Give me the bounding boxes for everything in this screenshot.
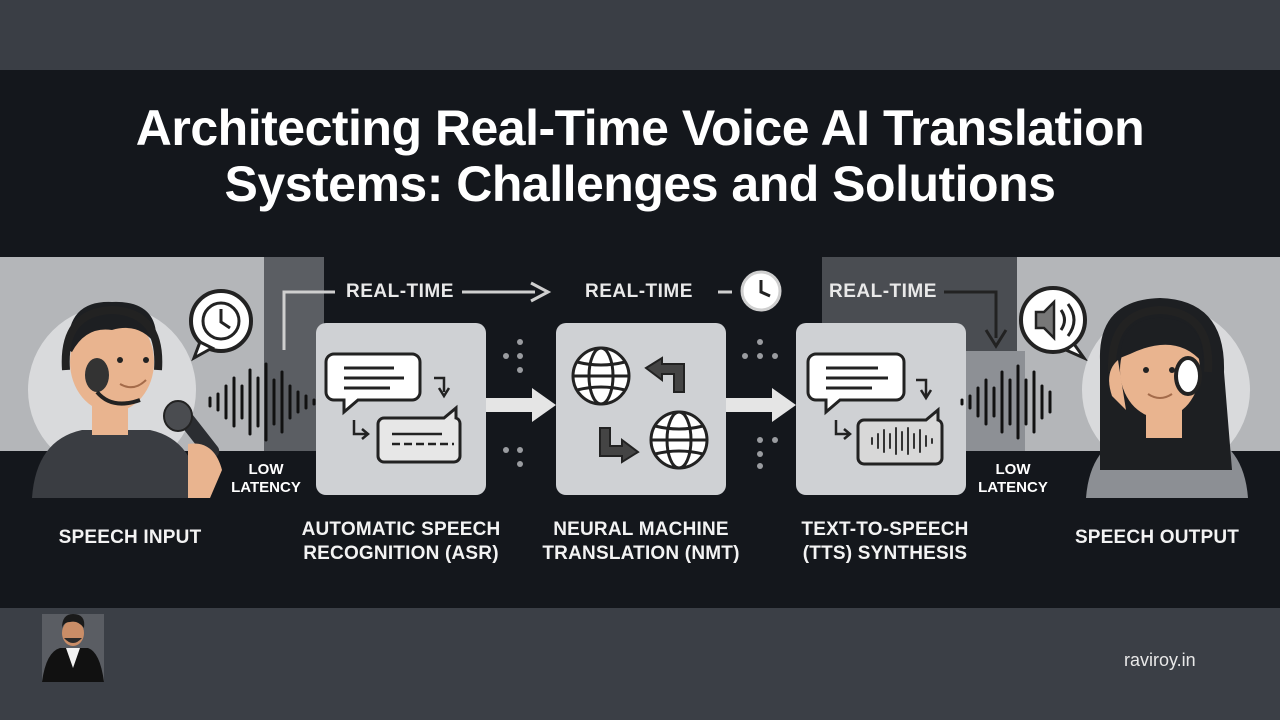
clock-icon: [189, 289, 253, 362]
microphone-icon: [163, 400, 222, 498]
stage-label-line-1: SPEECH OUTPUT: [1074, 527, 1240, 548]
waveform-icon: [871, 427, 933, 455]
chat-bubble-icon: [324, 352, 462, 464]
waveform-icon: [208, 362, 316, 442]
stage-label-line-2: RECOGNITION (ASR): [303, 543, 499, 564]
top-band: [0, 0, 1280, 70]
realtime-label-2: REAL-TIME: [585, 281, 693, 302]
stage-label-line-1: SPEECH INPUT: [58, 527, 202, 548]
stage-label-line-1: AUTOMATIC SPEECH: [301, 519, 501, 540]
speaker-person: [28, 301, 200, 498]
realtime-label-3: REAL-TIME: [829, 281, 937, 302]
listener-person: [1082, 298, 1250, 498]
stage-label-tts: TEXT-TO-SPEECH (TTS) SYNTHESIS: [766, 518, 1004, 566]
chat-bubble-icon: [806, 352, 944, 466]
speaker-icon: [1019, 286, 1089, 362]
latency-label-right: LOW LATENCY: [968, 461, 1058, 497]
arrow-asr-to-nmt: [486, 388, 556, 422]
latency-label-left: LOW LATENCY: [222, 461, 310, 497]
realtime-label-1: REAL-TIME: [346, 281, 454, 302]
page-title: Architecting Real-Time Voice AI Translat…: [0, 100, 1280, 212]
stage-label-speech-output: SPEECH OUTPUT: [1052, 526, 1262, 550]
dot-grid: [503, 339, 778, 469]
clock-icon: [740, 270, 782, 312]
latency-line-1: LOW: [995, 461, 1031, 478]
stage-label-speech-input: SPEECH INPUT: [30, 526, 230, 550]
stage-label-line-2: (TTS) SYNTHESIS: [802, 543, 968, 564]
title-line-1: Architecting Real-Time Voice AI Translat…: [135, 100, 1145, 156]
latency-line-2: LATENCY: [231, 479, 301, 496]
stage-label-line-1: NEURAL MACHINE: [553, 519, 729, 540]
arrow-nmt-to-tts: [726, 388, 796, 422]
stage-label-nmt: NEURAL MACHINE TRANSLATION (NMT): [522, 518, 760, 566]
swap-arrows-icon: [599, 356, 685, 464]
globe-icon: [571, 346, 631, 406]
stage-label-line-2: TRANSLATION (NMT): [542, 543, 740, 564]
latency-line-1: LOW: [248, 461, 284, 478]
latency-line-2: LATENCY: [978, 479, 1048, 496]
flow-line-1: [282, 290, 335, 350]
stage-label-asr: AUTOMATIC SPEECH RECOGNITION (ASR): [282, 518, 520, 566]
stage-label-line-1: TEXT-TO-SPEECH: [801, 519, 969, 540]
flow-line-3: [944, 290, 998, 338]
waveform-icon: [960, 364, 1052, 440]
title-line-2: Systems: Challenges and Solutions: [224, 156, 1056, 212]
globe-icon: [649, 410, 709, 470]
site-url: raviroy.in: [1124, 650, 1196, 670]
footer-band: [0, 608, 1280, 720]
